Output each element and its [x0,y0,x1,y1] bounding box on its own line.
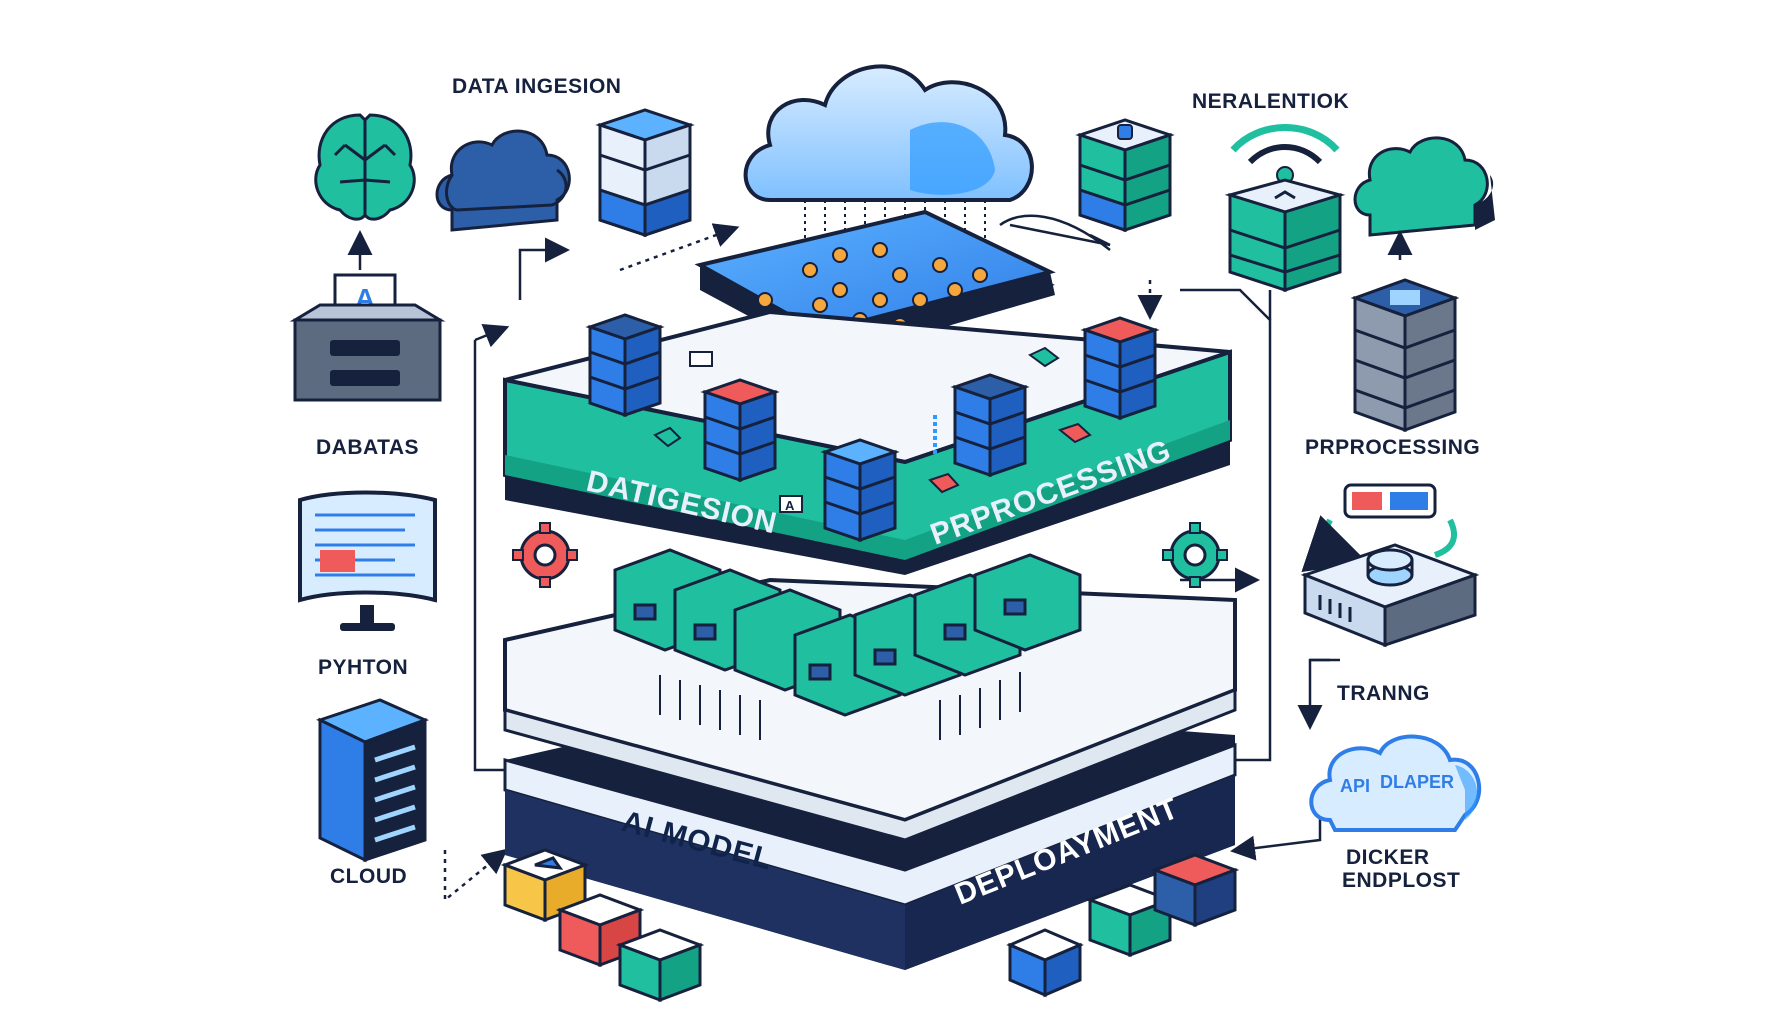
server-rack-icon [316,698,429,863]
gear-icon [512,522,578,588]
tier-decorations: A [653,346,1092,513]
document-screen-icon [298,490,437,631]
api-label: API [1340,776,1370,796]
cloud-icon [435,129,571,232]
server-icon [1075,118,1175,233]
server-monitor-icon: A [289,273,446,402]
tier-servers [585,313,1160,543]
label-neralentiok: NERALENTIOK [1192,90,1349,113]
label-cloud: CLOUD [330,865,407,888]
label-dicker: DICKER [1346,846,1430,869]
cloud-icon [1353,136,1495,237]
dlaper-label: DLAPER [1380,772,1454,792]
small-a-glyph: A [785,498,795,513]
cube-icon [1150,853,1240,928]
bottom-left-cubes [500,848,705,1003]
switch-icon [1301,483,1457,573]
api-cloud-icon: API DLAPER [1309,734,1482,832]
cube-icon [615,928,705,1003]
label-tranng: TRANNG [1337,682,1430,705]
brain-icon [314,113,416,221]
server-icon [595,108,695,238]
label-data-ingesion: DATA INGESION [452,75,621,98]
label-endplost: ENDPLOST [1342,869,1460,892]
connector-lines [347,214,1413,903]
server-stack-icon [1350,278,1460,433]
cube-icon [1006,928,1084,998]
label-pyhton: PYHTON [318,656,408,679]
module-row [613,548,1082,717]
wifi-router-icon [1224,124,1346,293]
label-prprocessing: PRPROCESSING [1305,436,1480,459]
label-dabatas: DABATAS [316,436,419,459]
gear-icon [1162,522,1228,588]
central-cloud-icon [743,64,1034,202]
bottom-right-cubes [1006,853,1240,998]
hard-drive-icon [1300,543,1480,648]
cube-icon [500,848,590,923]
